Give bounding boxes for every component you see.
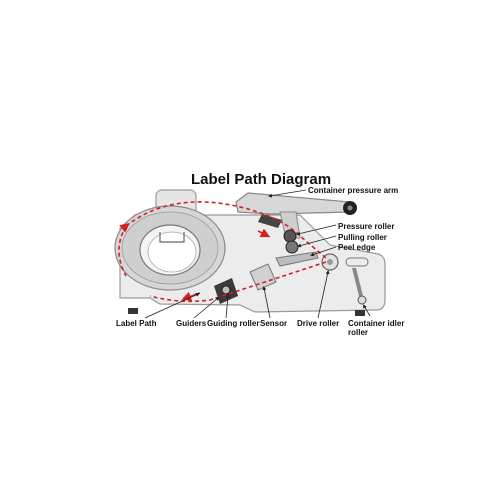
label-sensor: Sensor	[260, 319, 288, 328]
arm-upright	[279, 211, 301, 239]
label-container-idler-roller-line1: Container idler	[348, 319, 405, 328]
label-container-idler-roller: Container idler roller	[348, 319, 404, 337]
sensor	[249, 263, 277, 291]
container-idler-roller	[357, 295, 367, 305]
label-path-return	[149, 261, 327, 303]
arm-bracket	[258, 214, 282, 228]
leader-lines	[144, 189, 371, 319]
idler-slot	[345, 257, 369, 267]
guiding-roller	[221, 285, 231, 295]
label-drive-roller: Drive roller	[297, 319, 340, 328]
label-path-line	[119, 201, 327, 259]
label-pressure-roller: Pressure roller	[338, 222, 395, 231]
label-peel-edge: Peel edge	[338, 243, 376, 252]
label-roll-core-inner	[147, 231, 197, 273]
roll-spindle	[159, 232, 185, 243]
label-container-pressure-arm: Container pressure arm	[308, 186, 399, 195]
diagram-title: Label Path Diagram	[191, 171, 332, 188]
foot-left	[128, 308, 138, 314]
label-label-path: Label Path	[116, 319, 157, 328]
label-pulling-roller: Pulling roller	[338, 233, 387, 242]
pulling-roller	[285, 240, 299, 254]
label-guiding-roller: Guiding roller	[207, 319, 260, 328]
foot-right	[355, 310, 365, 316]
label-guiders: Guiders	[176, 319, 207, 328]
pressure-roller	[283, 229, 297, 243]
label-path-mid-arrow	[257, 228, 271, 238]
peel-edge-plate	[275, 251, 319, 267]
label-container-idler-roller-line2: roller	[348, 328, 369, 337]
idler-arm	[352, 268, 364, 300]
